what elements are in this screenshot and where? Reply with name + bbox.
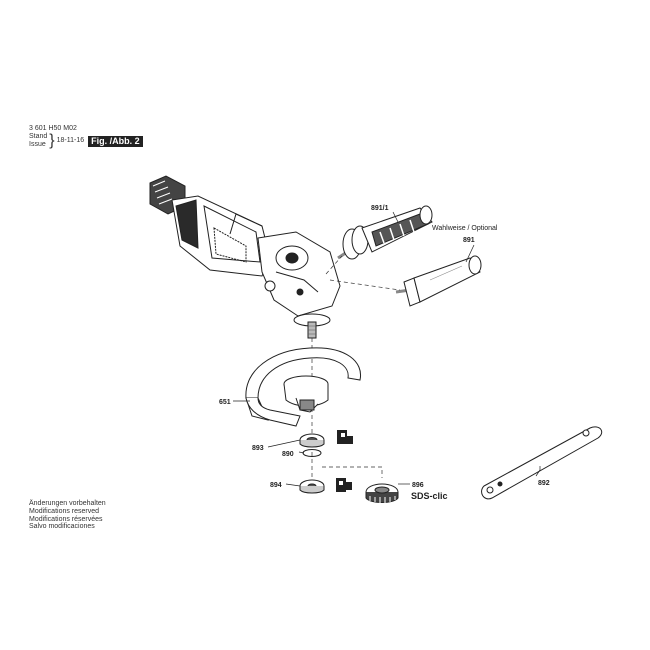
label-651: 651 (219, 399, 231, 406)
label-890: 890 (282, 451, 294, 458)
document-number: 3 601 H50 M02 (29, 125, 77, 132)
sds-clic-brand: SDS-clic (411, 491, 448, 501)
stand-issue-labels: Stand Issue (29, 133, 47, 149)
aux-handle-891-1 (337, 205, 433, 260)
flange-893 (299, 433, 325, 448)
note-de: Änderungen vorbehalten (29, 500, 106, 507)
label-894: 894 (270, 482, 282, 489)
flange-orientation-icon-2 (336, 478, 352, 492)
label-892: 892 (538, 480, 550, 487)
modification-notes: Änderungen vorbehalten Modifications res… (29, 500, 106, 531)
label-891-1: 891/1 (371, 205, 389, 212)
two-pin-spanner-892 (481, 426, 603, 500)
sds-clic-nut-896 (365, 483, 399, 503)
label-893: 893 (252, 445, 264, 452)
note-es: Salvo modificaciones (29, 523, 95, 531)
label-896: 896 (412, 482, 424, 489)
note-fr: Modifications réservées (29, 515, 103, 523)
label-891: 891 (463, 237, 475, 244)
figure-badge: Fig. /Abb. 2 (88, 135, 143, 147)
aux-handle-891 (395, 255, 482, 307)
brace-glyph: } (49, 132, 55, 149)
issue-date: 18-11-16 (56, 137, 85, 144)
flange-orientation-icon-1 (337, 430, 353, 444)
label-optional: Wahlweise / Optional (432, 225, 498, 232)
issue-label: Issue (29, 141, 46, 148)
leader-lines (233, 211, 541, 487)
note-en: Modifications reserved (29, 507, 100, 515)
grinder-gear-head (257, 231, 341, 317)
protective-guard-651 (245, 347, 362, 427)
angle-grinder (149, 175, 341, 339)
stand-issue-block: Stand Issue } 18-11-16 Fig. /Abb. 2 (29, 133, 143, 149)
clamping-nut-894 (299, 479, 325, 494)
stand-label: Stand (29, 133, 48, 140)
